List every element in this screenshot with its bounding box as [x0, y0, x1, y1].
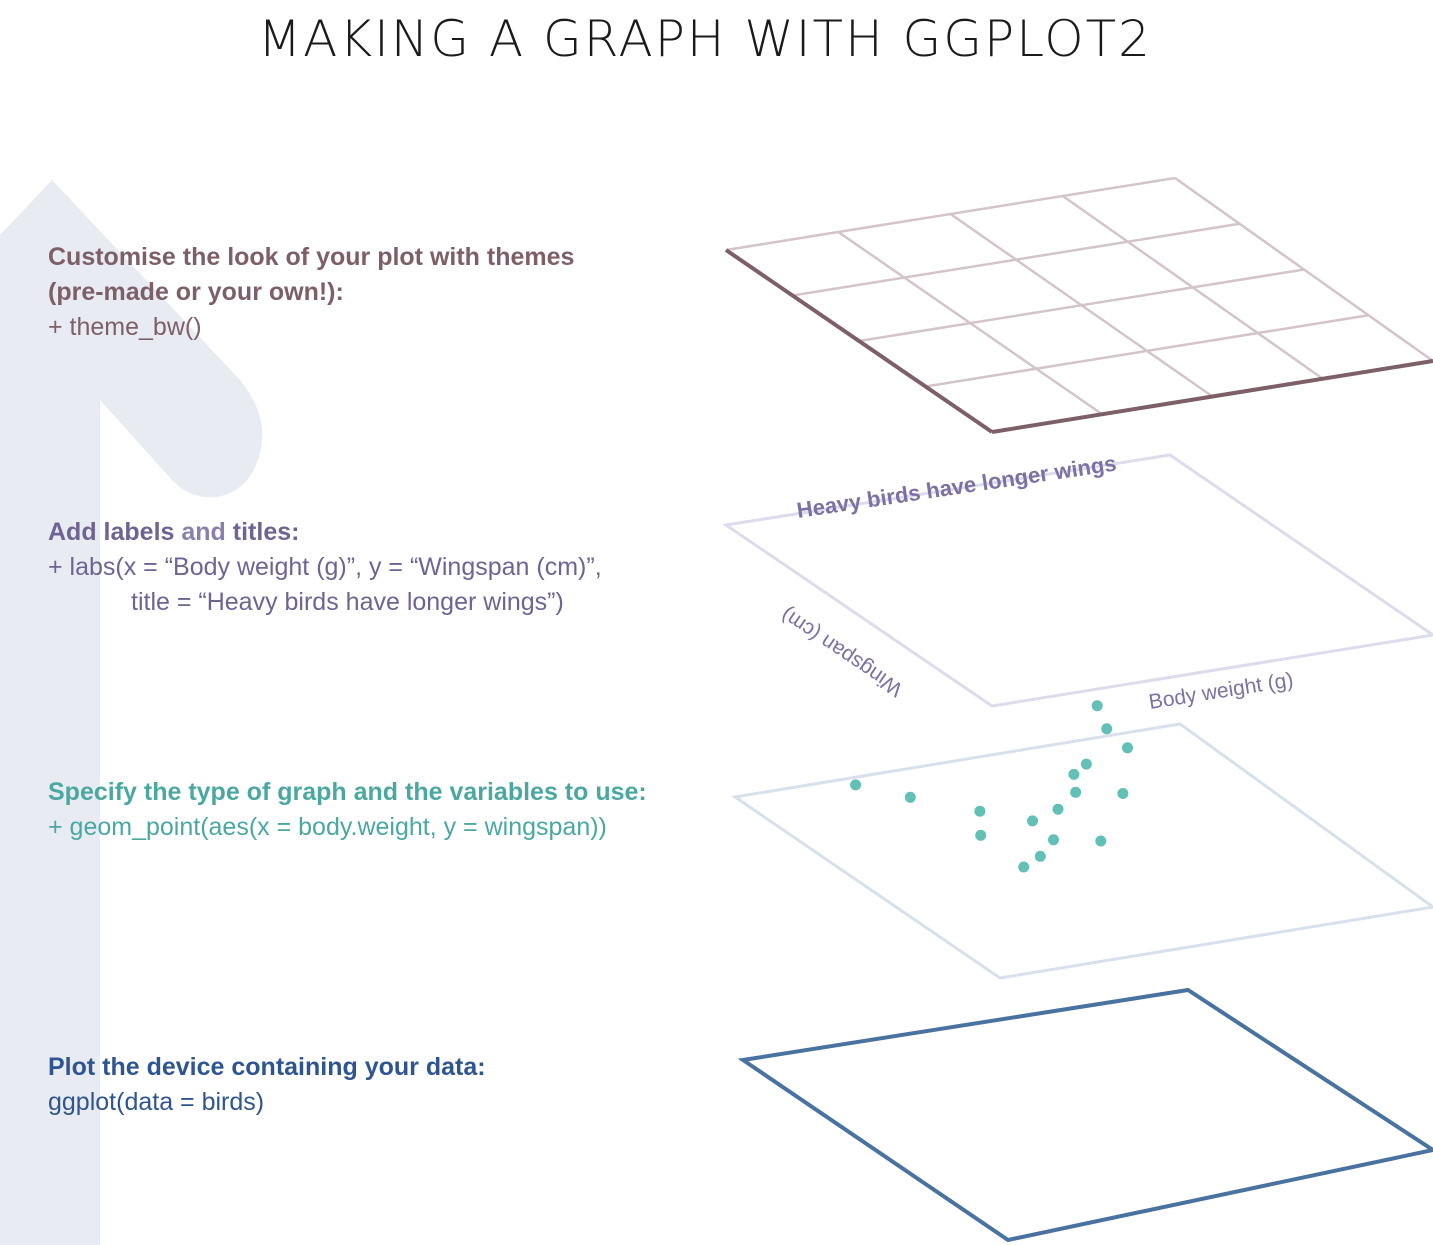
scatter-point [1034, 850, 1046, 862]
theme-gridlines [725, 176, 1433, 416]
theme-axis-bottom [991, 359, 1433, 434]
step-data-code: ggplot(data = birds) [48, 1088, 265, 1116]
scatter-point [850, 779, 862, 791]
scatter-point [1048, 834, 1059, 846]
scatter-point [1068, 768, 1080, 780]
step-labels-heading-part1: Add labels [48, 518, 182, 546]
scatter-point [1052, 803, 1064, 815]
scatter-point [1080, 758, 1092, 770]
step-theme-code: + theme_bw() [48, 313, 202, 341]
scatter-points [850, 700, 1133, 873]
theme-layer [724, 176, 1433, 434]
data-plane [737, 987, 1433, 1243]
scatter-point [1095, 835, 1107, 847]
scatter-point [975, 829, 987, 841]
scatter-point [904, 791, 916, 803]
theme-gridline-vertical [949, 212, 1214, 398]
labels-layer: Heavy birds have longer wings Wingspan (… [722, 451, 1433, 714]
plot-x-axis-label: Body weight (g) [1147, 668, 1295, 714]
scatter-point [1091, 700, 1103, 712]
step-labels-text: Add labels and titles: + labs(x = “Body … [48, 515, 602, 620]
step-labels-heading-part2: and [181, 518, 226, 546]
scatter-point [1117, 788, 1129, 799]
plot-y-axis-label: Wingspan (cm) [777, 603, 907, 701]
geom-plane [731, 722, 1433, 980]
step-geom-code: + geom_point(aes(x = body.weight, y = wi… [48, 813, 607, 841]
scatter-point [1122, 742, 1133, 754]
theme-gridline-vertical [1174, 176, 1433, 363]
data-layer [737, 987, 1433, 1243]
step-theme-heading-line1: Customise the look of your plot with the… [48, 243, 575, 271]
step-geom-heading: Specify the type of graph and the variab… [48, 778, 647, 806]
step-data-heading: Plot the device containing your data: [48, 1053, 486, 1081]
step-geom-text: Specify the type of graph and the variab… [48, 775, 647, 845]
labels-plane [722, 453, 1433, 708]
scatter-point [1070, 786, 1082, 798]
scatter-point [974, 805, 986, 817]
step-labels-heading-part3: titles: [225, 518, 300, 546]
theme-gridline-vertical [1062, 194, 1324, 380]
step-theme-text: Customise the look of your plot with the… [48, 240, 574, 345]
step-labels-code-line1: + labs(x = “Body weight (g)”, y = “Wings… [48, 553, 602, 581]
step-theme-heading-line2: (pre-made or your own!): [48, 278, 344, 306]
step-data-text: Plot the device containing your data: gg… [48, 1050, 486, 1120]
step-labels-heading: Add labels and titles: [48, 515, 602, 550]
plot-title-label: Heavy birds have longer wings [795, 451, 1118, 523]
page-title: MAKING A GRAPH WITH GGPLOT2 [258, 10, 1152, 68]
scatter-point [1018, 861, 1030, 873]
scatter-point [1027, 815, 1038, 827]
theme-axis-left [724, 248, 994, 434]
scatter-point [1101, 723, 1113, 735]
geom-layer [731, 700, 1433, 980]
step-labels-code-line2: title = “Heavy birds have longer wings”) [131, 588, 564, 616]
theme-gridline-vertical [837, 230, 1103, 416]
